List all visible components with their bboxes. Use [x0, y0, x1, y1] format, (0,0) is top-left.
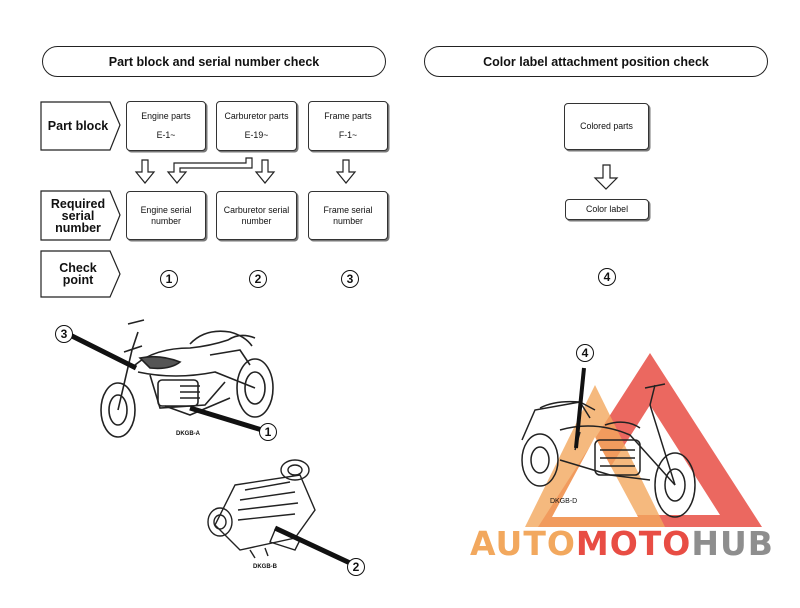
- engine-parts-box: Engine parts E-1~: [126, 101, 206, 151]
- frame-parts-box: Frame parts F-1~: [308, 101, 388, 151]
- arrow-carb-to-engine: [166, 157, 253, 184]
- frame-serial-box: Frame serial number: [308, 191, 388, 240]
- watermark-moto: MOTO: [575, 524, 692, 563]
- callout-carburetor-text: 2: [352, 560, 360, 574]
- color-label-text: Color label: [585, 204, 629, 214]
- check-point-3-text: 3: [346, 272, 354, 286]
- check-point-4-text: 4: [603, 270, 611, 284]
- carburetor-serial-line2: number: [241, 215, 272, 226]
- engine-serial-line2: number: [151, 215, 181, 226]
- callout-frame-text: 3: [60, 327, 68, 341]
- required-serial-line2: serial: [61, 208, 95, 223]
- carburetor-serial-box: Carburetor serial number: [216, 191, 297, 240]
- check-point-4: 4: [598, 268, 616, 286]
- motorcycle-d-caption: DKGB-D: [550, 498, 577, 505]
- required-serial-label-shape: [40, 190, 121, 241]
- engine-callout-line: [189, 405, 263, 433]
- colored-parts-text: Colored parts: [580, 121, 633, 131]
- engine-parts-title: Engine parts: [141, 111, 191, 121]
- part-block-label: Part block: [41, 102, 115, 150]
- check-point-line1: Check: [59, 261, 97, 275]
- callout-frame-number: 3: [55, 325, 73, 343]
- carburetor-callout-line: [273, 525, 352, 566]
- callout-engine-text: 1: [264, 425, 272, 439]
- check-point-1: 1: [160, 270, 178, 288]
- frame-parts-code: F-1~: [338, 130, 358, 140]
- engine-serial-line1: Engine serial: [140, 204, 192, 215]
- arrow-frame-down: [335, 159, 357, 184]
- carburetor-parts-box: Carburetor parts E-19~: [216, 101, 297, 151]
- left-header-text: Part block and serial number check: [108, 54, 320, 69]
- check-point-2-text: 2: [254, 272, 262, 286]
- motorcycle-a-caption: DKGB-A: [176, 431, 201, 437]
- flow-arrows: [134, 157, 619, 190]
- color-label-callout-line: [574, 367, 586, 449]
- motorcycle-a-illustration: [100, 319, 274, 438]
- engine-serial-box: Engine serial number: [126, 191, 206, 240]
- right-header-text: Color label attachment position check: [483, 54, 709, 69]
- callout-carburetor-number: 2: [347, 558, 365, 576]
- part-block-label-shape: [40, 101, 121, 151]
- required-serial-label: Required serial number: [41, 191, 115, 240]
- required-serial-line3: number: [55, 220, 101, 235]
- engine-caption: DKGB-B: [253, 564, 278, 570]
- check-point-label: Check point: [41, 251, 115, 297]
- check-point-3: 3: [341, 270, 359, 288]
- check-point-label-shape: [40, 250, 121, 298]
- watermark-text: AUTOMOTOHUB: [470, 524, 774, 563]
- frame-callout-line: [68, 332, 138, 371]
- engine-parts-code: E-1~: [156, 130, 176, 140]
- arrow-engine-down: [134, 159, 156, 184]
- watermark-hub: HUB: [691, 524, 774, 563]
- right-section-header: Color label attachment position check: [424, 46, 768, 77]
- colored-parts-box: Colored parts: [564, 103, 649, 150]
- callout-engine-number: 1: [259, 423, 277, 441]
- frame-serial-line1: Frame serial: [323, 204, 373, 215]
- callout-color-label-number: 4: [576, 344, 594, 362]
- carburetor-serial-line1: Carburetor serial: [223, 204, 290, 215]
- check-point-line2: point: [62, 273, 94, 287]
- left-section-header: Part block and serial number check: [42, 46, 386, 77]
- carburetor-parts-title: Carburetor parts: [224, 111, 289, 121]
- color-label-box: Color label: [565, 199, 649, 220]
- callout-color-label-text: 4: [581, 346, 589, 360]
- engine-illustration: [207, 459, 316, 559]
- part-block-label-text: Part block: [47, 119, 109, 133]
- motorcycle-d-illustration: DKGB-D: [521, 367, 696, 518]
- carburetor-parts-code: E-19~: [244, 130, 269, 140]
- frame-serial-line2: number: [333, 215, 363, 226]
- required-serial-line1: Required: [50, 196, 106, 211]
- check-point-2: 2: [249, 270, 267, 288]
- frame-parts-title: Frame parts: [324, 111, 372, 121]
- illustrations-left: DKGB-A DKGB-B: [68, 319, 352, 570]
- arrow-carb-down: [254, 159, 276, 184]
- check-point-1-text: 1: [165, 272, 173, 286]
- watermark-auto: AUTO: [470, 524, 576, 563]
- arrow-colored-to-label: [593, 164, 619, 190]
